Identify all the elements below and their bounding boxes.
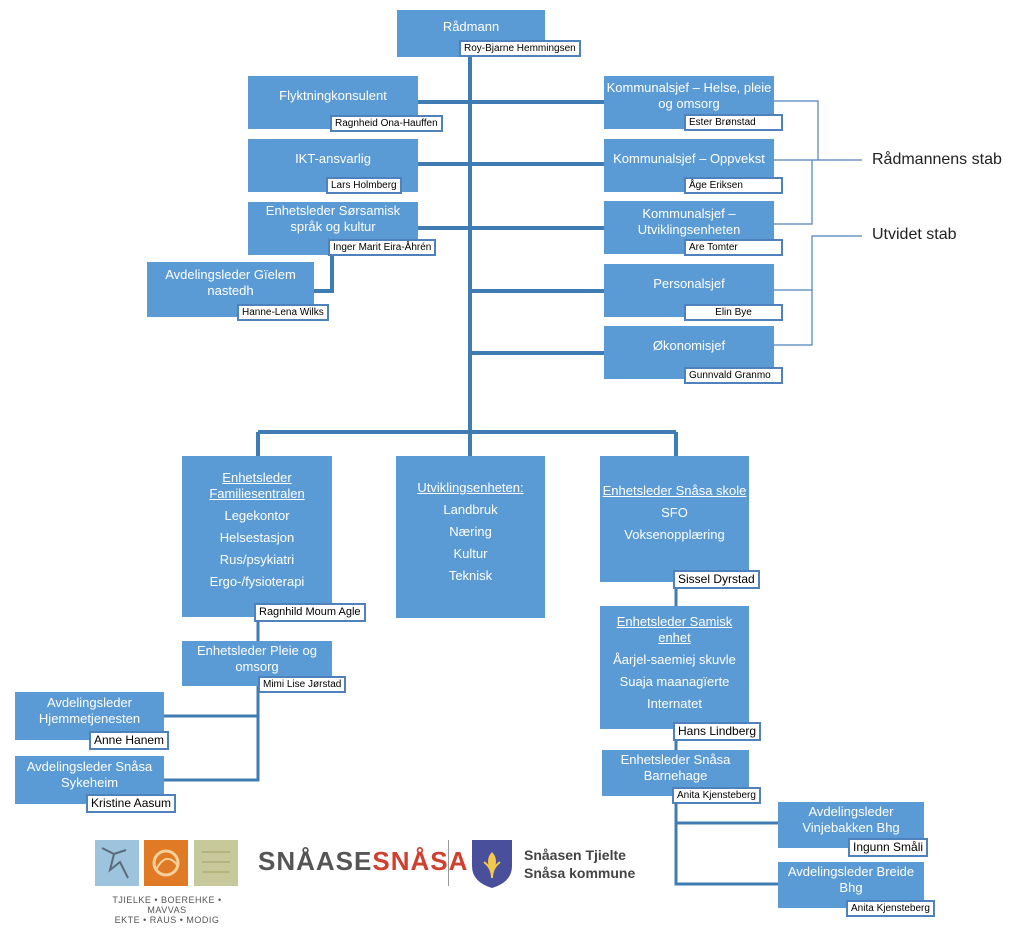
samisk-enhet-name: Hans Lindberg bbox=[673, 722, 762, 741]
ikt-title: IKT-ansvarlig bbox=[295, 151, 371, 166]
familiesentralen-list: Legekontor Helsestasjon Rus/psykiatri Er… bbox=[182, 508, 332, 596]
oppvekst-name: Åge Eriksen bbox=[684, 177, 783, 194]
list-item: SFO bbox=[661, 505, 688, 520]
values-logo-icon bbox=[95, 840, 238, 886]
familiesentralen-box: Enhetsleder Familiesentralen Legekontor … bbox=[182, 456, 332, 617]
familiesentralen-name: Ragnhild Moum Agle bbox=[254, 603, 366, 622]
list-item: Landbruk bbox=[443, 502, 498, 517]
oppvekst-title: Kommunalsjef – Oppvekst bbox=[613, 151, 765, 166]
list-item: Kultur bbox=[453, 546, 488, 561]
barnehage-title: Enhetsleder Snåsa Barnehage bbox=[620, 752, 731, 783]
kommune-logo bbox=[470, 838, 514, 895]
radmann-title: Rådmann bbox=[442, 19, 500, 34]
snasa-skole-title: Enhetsleder Snåsa skole bbox=[602, 483, 747, 498]
list-item: Helsestasjon bbox=[219, 530, 295, 545]
list-item: Åarjel-saemiej skuvle bbox=[613, 652, 736, 667]
wordmark-part-b: SNÅSA bbox=[372, 846, 469, 876]
breide-name: Anita Kjensteberg bbox=[846, 900, 935, 917]
values-logo: TJIELKE • BOEREHKE • MAVVAS EKTE • RAUS … bbox=[92, 840, 242, 930]
list-item: Legekontor bbox=[224, 508, 290, 523]
coat-of-arms-icon bbox=[472, 840, 512, 888]
helse-title: Kommunalsjef – Helse, pleie og omsorg bbox=[606, 80, 772, 111]
familiesentralen-title: Enhetsleder Familiesentralen bbox=[209, 470, 305, 501]
list-item: Internatet bbox=[647, 696, 702, 711]
ikt-name: Lars Holmberg bbox=[326, 177, 402, 194]
hjemmetjenesten-title: Avdelingsleder Hjemmetjenesten bbox=[38, 695, 141, 726]
gielem-box: Avdelingsleder Gïelem nastedh bbox=[147, 262, 314, 317]
helse-name: Ester Brønstad bbox=[684, 114, 783, 131]
personalsjef-name: Elin Bye bbox=[684, 304, 783, 321]
pleie-omsorg-title: Enhetsleder Pleie og omsorg bbox=[197, 643, 317, 674]
hjemmetjenesten-name: Anne Hanem bbox=[89, 731, 170, 750]
utviklingsenheten-box: Utviklingsenheten: Landbruk Næring Kultu… bbox=[396, 456, 545, 618]
values-line2: EKTE • RAUS • MODIG bbox=[114, 915, 220, 925]
radmannens-stab-label: Rådmannens stab bbox=[872, 151, 1002, 168]
personalsjef-title: Personalsjef bbox=[653, 276, 725, 291]
vinjebakken-title: Avdelingsleder Vinjebakken Bhg bbox=[802, 804, 900, 835]
barnehage-name: Anita Kjensteberg bbox=[672, 787, 761, 804]
list-item: Voksenopplæring bbox=[624, 527, 725, 542]
list-item: Næring bbox=[449, 524, 492, 539]
kommune-name: Snåasen Tjielte Snåsa kommune bbox=[524, 846, 635, 882]
flyktning-name: Ragnheid Ona-Hauffen bbox=[330, 115, 443, 132]
oppvekst-box: Kommunalsjef – Oppvekst bbox=[604, 139, 774, 192]
breide-title: Avdelingsleder Breide Bhg bbox=[787, 864, 915, 895]
sorsamisk-title: Enhetsleder Sørsamisk språk og kultur bbox=[265, 203, 401, 234]
utviklingsenheten-list: Landbruk Næring Kultur Teknisk bbox=[396, 502, 545, 590]
utvidet-stab-label: Utvidet stab bbox=[872, 226, 957, 243]
radmann-name: Roy-Bjarne Hemmingsen bbox=[459, 40, 581, 57]
kommune-name-line1: Snåasen Tjielte bbox=[524, 847, 626, 863]
values-line1: TJIELKE • BOEREHKE • MAVVAS bbox=[112, 895, 222, 915]
hjemmetjenesten-box: Avdelingsleder Hjemmetjenesten bbox=[15, 692, 164, 740]
sykeheim-name: Kristine Aasum bbox=[86, 794, 177, 813]
sykeheim-title: Avdelingsleder Snåsa Sykeheim bbox=[26, 759, 153, 790]
utviklingsenheten-title: Utviklingsenheten: bbox=[417, 480, 524, 495]
sorsamisk-name: Inger Marit Eira-Åhrén bbox=[328, 239, 437, 256]
snasa-skole-name: Sissel Dyrstad bbox=[673, 570, 760, 589]
kommune-name-line2: Snåsa kommune bbox=[524, 865, 636, 881]
snasa-skole-box: Enhetsleder Snåsa skole SFO Voksenopplær… bbox=[600, 456, 749, 582]
snasa-skole-list: SFO Voksenopplæring bbox=[600, 505, 749, 549]
samisk-enhet-title: Enhetsleder Samisk enhet bbox=[616, 614, 733, 645]
snasa-wordmark: SNÅASESNÅSA bbox=[258, 846, 468, 877]
wordmark-part-a: SNÅASE bbox=[258, 846, 373, 876]
samisk-enhet-list: Åarjel-saemiej skuvle Suaja maanagïerte … bbox=[600, 652, 749, 718]
samisk-enhet-box: Enhetsleder Samisk enhet Åarjel-saemiej … bbox=[600, 606, 749, 729]
list-item: Ergo-/fysioterapi bbox=[209, 574, 305, 589]
vinjebakken-name: Ingunn Småli bbox=[848, 838, 929, 857]
gielem-name: Hanne-Lena Wilks bbox=[237, 304, 329, 321]
list-item: Teknisk bbox=[448, 568, 493, 583]
list-item: Rus/psykiatri bbox=[219, 552, 295, 567]
gielem-title: Avdelingsleder Gïelem nastedh bbox=[165, 267, 296, 298]
okonomisjef-title: Økonomisjef bbox=[652, 338, 726, 353]
utvikling-kommunalsjef-title: Kommunalsjef – Utviklingsenheten bbox=[637, 206, 741, 237]
flyktning-title: Flyktningkonsulent bbox=[279, 88, 387, 103]
divider bbox=[448, 840, 449, 886]
utvikling-kommunalsjef-name: Are Tomter bbox=[684, 239, 783, 256]
list-item: Suaja maanagïerte bbox=[619, 674, 730, 689]
pleie-omsorg-name: Mimi Lise Jørstad bbox=[258, 676, 347, 693]
okonomisjef-name: Gunnvald Granmo bbox=[684, 367, 783, 384]
